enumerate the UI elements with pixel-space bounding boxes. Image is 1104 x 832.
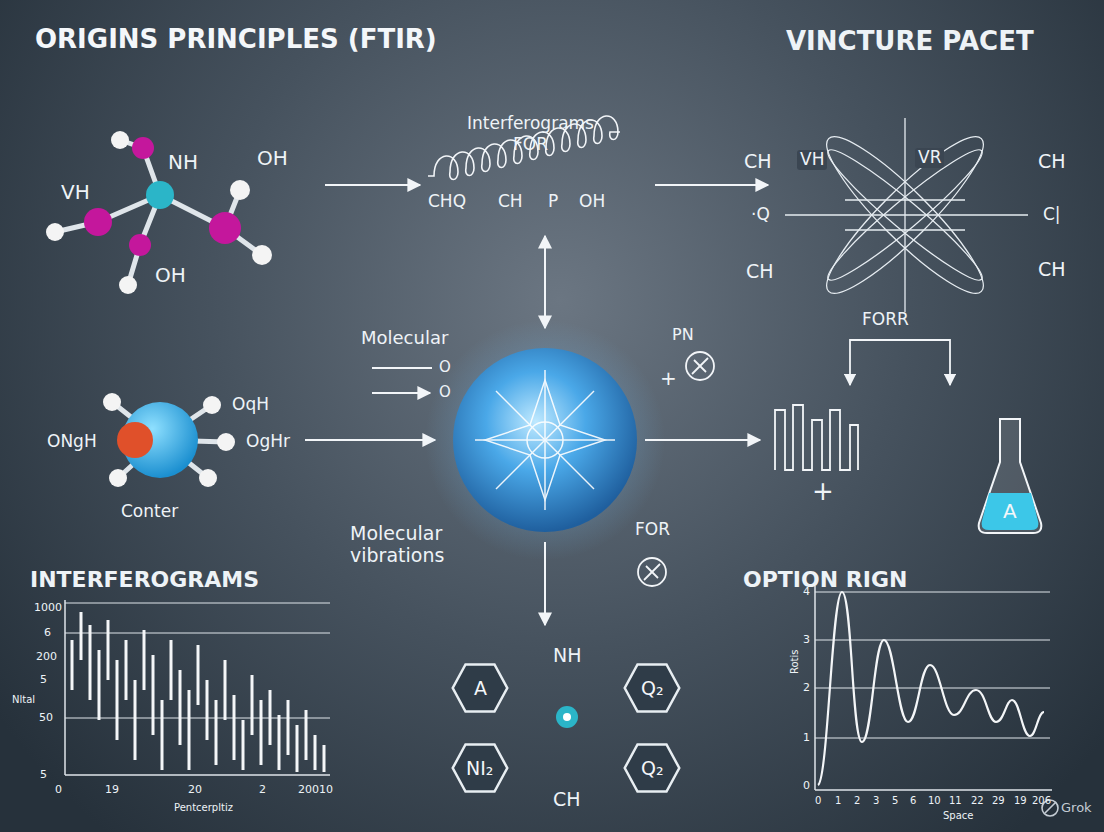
text-label: C| [1043,205,1061,225]
text-label: 6 [910,795,916,807]
heading-text: INTERFEROGRAMS [30,567,259,592]
text-label: CH [1038,151,1066,173]
text-label: P [548,192,558,212]
text-label: FORR [862,310,909,330]
text-label: VH [61,181,90,204]
text-label: 3 [873,795,879,807]
text-label: Molecular [361,328,448,349]
text-label: 6 [44,627,51,640]
text-label: CH [746,261,774,283]
text-label: 1000 [34,602,62,615]
text-label: 0 [803,780,810,793]
text-label: FOR [513,135,548,155]
text-label: 19 [1014,795,1027,807]
text-label: OH [155,264,186,287]
text-label: 2 [803,682,810,695]
text-label: Molecular vibrations [350,523,500,567]
text-label: 29 [992,795,1005,807]
heading-text: OPTION RIGN [743,567,907,592]
text-label: VR [915,148,944,168]
text-label: ONgH [47,432,97,452]
diagram-title: ORIGINS PRINCIPLES (FTIR) [35,24,437,54]
text-label: + [812,477,834,507]
heading-text: VINCTURE PACET [786,27,1034,57]
text-label: 11 [949,795,962,807]
text-label: 206 [1032,795,1051,807]
text-label: 1 [803,732,810,745]
node-text: Q₂ [641,678,664,699]
text-label: 20010 [298,784,333,797]
text-label: O [439,359,451,376]
text-label: PN [672,326,694,344]
flask-shape: A [975,417,1045,535]
text-label: CH [498,192,523,212]
node-text: A [474,678,487,699]
text-label: FOR [635,520,670,540]
node-text: NI₂ [466,758,493,779]
text-label: VH [797,150,827,170]
hexagon-node: A [451,663,509,713]
text-label: 2 [854,795,860,807]
text-label: OH [579,192,605,212]
text-label: 5 [892,795,898,807]
hexagon-node: NI₂ [451,743,509,793]
text-label: 50 [39,712,53,725]
text-label: 0 [815,795,821,807]
text-label: Pentcerpltiz [174,802,233,814]
text-label: 22 [971,795,984,807]
text-label: ·Q [751,205,770,225]
text-label: 200 [36,651,57,664]
text-label: Rotis [789,649,801,674]
text-label: 4 [803,586,810,599]
text-label: + [660,367,677,390]
text-label: Interferograms [467,114,594,134]
text-label: CH [553,789,581,811]
text-label: CH [744,151,772,173]
text-label: 3 [803,634,810,647]
hexagon-node: Q₂ [623,743,681,793]
text-label: Grok [1061,801,1092,816]
text-label: OH [257,147,288,170]
text-label: 10 [928,795,941,807]
text-label: NH [168,151,198,174]
text-label: Conter [121,502,178,522]
text-label: NH [553,645,582,667]
text-label: 5 [40,769,47,782]
text-label: 5 [40,674,47,687]
text-label: 19 [105,784,119,797]
text-label: 20 [188,784,202,797]
text-label: 1 [835,795,841,807]
text-label: CH [1038,259,1066,281]
node-text: Q₂ [641,758,664,779]
text-label: O [439,384,451,401]
text-label: 0 [55,784,62,797]
text-label: 2 [259,784,266,797]
hexagon-node: Q₂ [623,663,681,713]
node-text: A [1003,500,1017,522]
text-label: OqH [232,395,269,415]
text-label: CHQ [428,192,466,212]
text-label: Space [943,810,973,822]
text-label: OgHr [246,432,290,452]
text-label: Nltal [12,694,35,706]
